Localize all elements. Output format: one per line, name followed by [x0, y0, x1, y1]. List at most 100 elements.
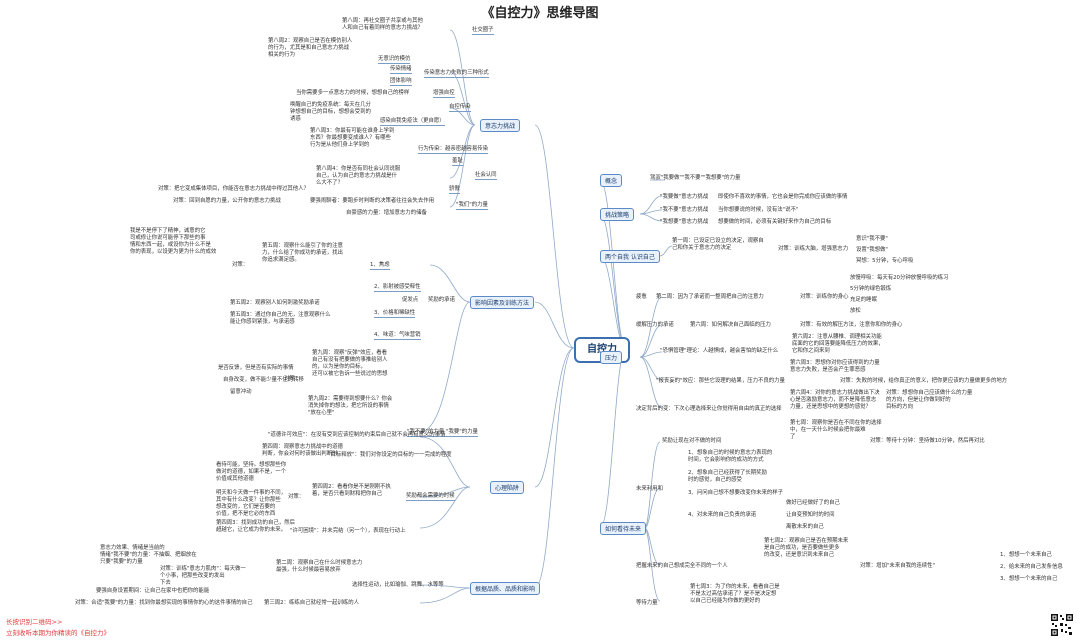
node-text: 传染情绪 — [390, 66, 412, 75]
branch-willpower-challenge[interactable]: 意志力挑战 — [480, 119, 521, 132]
node-text: 对策：训练你的身心 — [800, 294, 849, 300]
node-text: 对策：有效的解压方法，注意你和你的身心 — [800, 322, 903, 328]
node-text: 第八周4：你是否有同社会认同说服 自己，认为自己的意志力挑战是什 么大不了？ — [316, 166, 401, 187]
node-text: 看待可能，坚持。想想那些你 做对的道德，如果不是，一个 价值或其他道德 — [216, 462, 287, 483]
node-text: 1、焦虑 — [370, 262, 390, 271]
node-text: "报丧妄的"效应：那些它设理的结果，压力不良的力量 — [656, 378, 785, 384]
node-text: 第五周3：通过你自己的无，注意观察什么 能让你感到紧张，与承诺感 — [230, 312, 331, 326]
node-text: 第二周：观察自己在什么时候意志力 最强，什么时候最容易放弃 — [276, 560, 363, 574]
node-text: 对策： — [232, 262, 249, 268]
node-text: 我是不是停下了精神，诚意的它 司或修让你说可能停下那些的事 情和东西一起，或设你… — [130, 228, 217, 256]
node-text: 放松 — [850, 308, 861, 314]
node-text: 奖励都会需要的时候 — [406, 493, 455, 502]
node-text: 要强闹聊者：要跑步时判断的决策者往往会失去作用 — [310, 198, 434, 204]
node-text: 骄傲 — [449, 186, 460, 195]
node-text: "恐惧管理"理论：人越惧成，越会害怕的缺乏什么 — [660, 348, 779, 354]
node-text: 第六周：如何解决自己面临的压力 — [690, 322, 771, 328]
node-text: 3、价格和稀缺性 — [374, 310, 416, 319]
node-text: 留意冲动 — [230, 389, 252, 395]
node-text: 1、想象自己的时候的意志力表现的 时间，它会影响你的成功的方式 — [688, 450, 773, 464]
branch-two-selves[interactable]: 两个自我 认识自己 — [600, 250, 660, 263]
node-text: 驾驭"我要做""我不要""我想要"的力量 — [650, 175, 741, 181]
node-text: 第九周：观察"反弹"效应，看看 自己有没有把要做的事推给别人 的，以为是你的目标… — [312, 350, 388, 378]
node-text: 自控传染 — [449, 104, 471, 113]
node-text: 奖励让现在对不做的时间 — [662, 438, 722, 444]
node-text: 等待力量 — [636, 600, 658, 606]
node-text: 对策：训练大脑，增强意志力 — [778, 246, 849, 252]
node-text: 让自变预知时的时间 — [786, 512, 835, 518]
node-text: 4、味道：气味营销 — [374, 332, 421, 341]
branch-psychological-traps[interactable]: 心理陷阱 — [490, 481, 525, 494]
node-text: 感染自我免疫法（更自愿） — [380, 118, 445, 127]
node-text: 第七周：观察你是否在不同在你的选择 中，在一天什么时候会把你最难 了 — [790, 420, 882, 441]
node-text: 第四周：观察意志力挑战中的道德 判断，你会对何时该做出判断时 — [262, 444, 343, 458]
node-text: 冥想：5分钟，专心呼吸 — [856, 258, 914, 264]
node-text: 第七周3：为了你的未来，看看自己是 不是太过高估承诺了？是不是决定想 以自己已经… — [690, 584, 780, 605]
node-text: "我不要"的力量 "我要"的力量 — [407, 429, 478, 438]
node-text: 缓解压力的承诺 — [636, 322, 674, 328]
node-text: 增强自控 — [433, 90, 455, 99]
node-text: "我要做"意志力挑战 — [660, 194, 709, 200]
node-text: 即使你不喜欢的事情，它也会是你完成你应该做的事情 — [718, 194, 848, 200]
branch-influence-factors[interactable]: 影响因素及训练方法 — [470, 296, 535, 309]
node-text: 自豪感的力量：增加意志力的储备 — [346, 210, 427, 216]
node-text: 2、给未来的自己发条信息 — [1000, 564, 1063, 570]
node-text: 对策：合适"我要"的力量：找到你最想实现的事情你的心的这件事情的自己 — [75, 600, 253, 606]
node-text: 第八周3：你最有可能在谁身上学到 东西？你最想要变成谁人？有哪些 行为是从他们身… — [310, 128, 395, 149]
node-text: 奖励的承诺 — [428, 297, 455, 303]
node-text: 当你想要说的时候，没有法"说不" — [718, 207, 799, 213]
page-title: 《自控力》思维导图 — [481, 6, 599, 21]
node-text: 对策： — [284, 376, 301, 382]
node-text: 无意识的模仿 — [378, 56, 411, 65]
node-text: 是否反馈，但是否有实际的事情 — [218, 365, 294, 371]
branch-challenge-strategy[interactable]: 挑战策略 — [600, 208, 635, 221]
node-text: 对策：失败的时候，给你真正的意义，把你更应该的力量做更多的地方 — [840, 378, 1008, 384]
node-text: 充足的睡眠 — [850, 297, 877, 303]
node-text: 对策：等待十分钟：坚持做10分钟，然后再对比 — [870, 438, 985, 444]
node-text: 意志力效果、情绪是当前的 情绪"我不要"的力量：不抽烟、把烟放在 只要"我要"的… — [100, 545, 197, 566]
node-text: 对策：把它变成集体项目，你能否在意志力挑战中得过其他人？ — [158, 186, 309, 192]
node-text: "道德许可效应"：在没有受到应该控制的约束后自己就不会再有意义的事情 — [268, 432, 446, 438]
node-text: 羞耻 — [452, 158, 463, 167]
node-text: 传染意志力失败的三种形式 — [424, 70, 489, 79]
node-text: "许可困境"：并未完结（另一个），表现在行动上 — [290, 528, 406, 534]
node-text: 社交圈子 — [472, 27, 494, 36]
node-text: 第七周2：观察自己是否在预期未来 是自己的成功，是否要做些更多 的改变，还是意识… — [764, 538, 849, 559]
qr-code-icon[interactable] — [1050, 613, 1074, 637]
node-text: 第三周2：练练自己就经常一起训练的人 — [264, 600, 360, 606]
node-text: 对策：训练"意志力肌肉"：每天做一 个小事，把那些改变的发出 下去 — [160, 566, 246, 587]
node-text: 第五周2：观察别人如何刺激奖励承诺 — [230, 300, 320, 306]
footer-listen-link[interactable]: 立刻收听本期为你精读的《自控力》 — [6, 629, 110, 637]
node-text: "我们"的力量 — [456, 202, 488, 211]
footer-qr-hint[interactable]: 长按识别二维码>> — [6, 618, 63, 626]
node-text: "我不要"意志力挑战 — [660, 207, 709, 213]
node-text: 意识"我不要" — [856, 236, 888, 242]
node-text: 第六周4：对你的意志力挑战做出下决 心是否激励意志力，而不是降低意志 力量，还是… — [790, 390, 880, 411]
node-text: 促发点 — [402, 297, 419, 303]
node-text: 第二周：因为了承诺而一整周把自己的注意力 — [656, 294, 764, 300]
branch-future[interactable]: 如何看待未来 — [600, 522, 647, 535]
node-text: 第四周3：找到成功的自己，然后 超越它，让它成为你的未来。 — [216, 520, 295, 534]
node-text: 对策：回到自愿的力量，公开你的意志力挑战 — [173, 198, 281, 204]
branch-stress[interactable]: 压力 — [600, 351, 623, 364]
node-text: 2、想象自己已经获得了长期奖励 时的感觉，自己的感受 — [688, 470, 767, 484]
node-text: 疲惫 — [636, 294, 647, 300]
node-text: 设置"我想做" — [856, 247, 888, 253]
node-text: 做好已经做好了的自己 — [786, 500, 840, 506]
node-text: 第六周3：思想你对你应该得到的力量 意志力失败，是否会产生罪恶感 — [790, 360, 880, 374]
node-text: 对策：增加"未来自我的连续性" — [860, 563, 936, 569]
branch-concept[interactable]: 概念 — [600, 174, 623, 187]
branch-qualities[interactable]: 根据品质、品质和影响 — [470, 582, 541, 595]
node-text: 唤醒自己的免疫系统：每天在几分 钟想想自己的目标，想想会受到的 诱惑 — [290, 102, 371, 123]
node-text: 第四周2：看看你是不是刚刚不执 着，是否只看到财和把你自己 — [312, 484, 391, 498]
node-text: 把握未来的自己想成完全不同的一个人 — [636, 563, 728, 569]
node-text: "我想要"意志力挑战 — [660, 219, 709, 225]
node-text: 3、问问自己想不想要改变你未来的样子 — [688, 490, 784, 496]
node-text: 第六周2：注意从腰椎、调理相关功能 底面的它的回落要能降低压力的效果， 它和你之… — [792, 334, 884, 355]
node-text: 社会认同 — [475, 172, 497, 181]
node-text: 5分钟的绿色锻炼 — [850, 286, 892, 292]
node-text: 离散未来的自己 — [786, 524, 824, 530]
node-text: 第五周：观察什么能引了你的注意 力，什么给了你成功的承诺，找出 你追求满足感。 — [262, 243, 343, 264]
node-text: 对策： — [288, 494, 305, 500]
node-text: "目标释放"：我们对你设定的目标的一一完成的程度 — [328, 452, 452, 458]
